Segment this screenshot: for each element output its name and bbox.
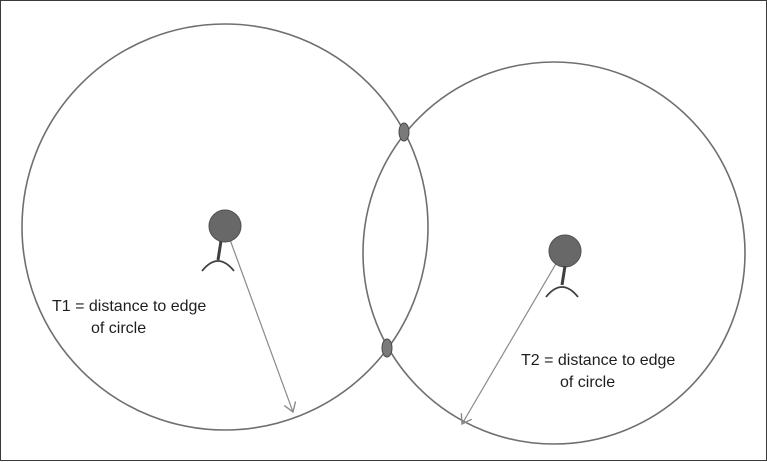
user-node-icon — [201, 209, 242, 272]
range-circle-1 — [21, 23, 429, 431]
range-circle-2 — [362, 61, 746, 445]
intersection-point-icon — [381, 338, 393, 358]
radius-arrow-1 — [224, 225, 297, 414]
t1-label-line2: of circle — [91, 320, 147, 337]
t2-label-line2: of circle — [560, 374, 616, 391]
user-node-icon — [545, 234, 582, 298]
t1-label-line1: T1 = distance to edge — [52, 298, 207, 315]
intersection-point-icon — [398, 122, 410, 142]
t2-label-line1: T2 = distance to edge — [521, 352, 676, 369]
radius-arrow-2 — [460, 249, 565, 426]
